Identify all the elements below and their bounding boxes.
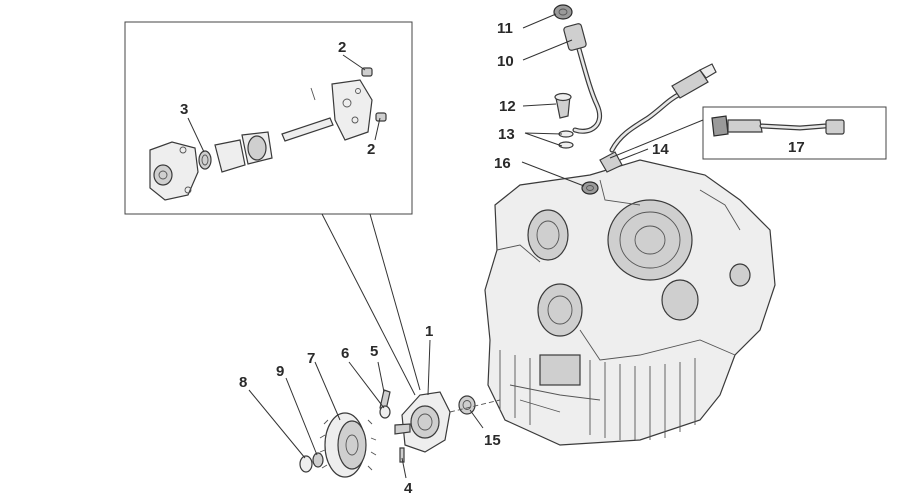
screw-4 xyxy=(399,447,405,463)
callout-17: 17 xyxy=(788,139,805,156)
banjo-bolt-12 xyxy=(554,92,572,119)
inset-frame xyxy=(124,21,413,215)
callout-4: 4 xyxy=(404,480,413,493)
callout-5: 5 xyxy=(370,343,378,360)
assembly-axis xyxy=(449,399,501,413)
inset-leader-left xyxy=(321,213,416,396)
callout-10: 10 xyxy=(497,53,514,70)
gear-sprocket-7 xyxy=(319,412,377,478)
callout-3: 3 xyxy=(180,101,188,118)
inset-leader-right xyxy=(369,213,421,391)
callout-9: 9 xyxy=(276,363,284,380)
callout-14: 14 xyxy=(652,141,669,158)
washers-13 xyxy=(558,130,574,149)
pump-rotors xyxy=(214,131,273,173)
temperature-sensor-cable xyxy=(609,63,717,153)
washer-8 xyxy=(299,455,313,473)
oil-pump-1 xyxy=(394,391,451,453)
callout-11: 11 xyxy=(497,20,513,37)
callout-1: 1 xyxy=(425,323,433,340)
callout-15: 15 xyxy=(484,432,501,449)
sensor-inset-17 xyxy=(702,106,887,160)
callout-13: 13 xyxy=(498,126,515,143)
callout-7: 7 xyxy=(307,350,315,367)
callout-labels: 1 2 2 3 4 5 6 7 8 9 10 11 12 13 14 15 16… xyxy=(180,20,805,493)
callout-8: 8 xyxy=(239,374,247,391)
sensor-part-16 xyxy=(581,181,599,195)
callout-16: 16 xyxy=(494,155,511,172)
leader-lines xyxy=(187,13,704,479)
pump-shaft xyxy=(281,87,334,142)
callout-12: 12 xyxy=(499,98,516,115)
dowel-pin-lower xyxy=(375,112,387,122)
washer-6 xyxy=(379,405,391,419)
pump-cover xyxy=(331,79,373,141)
callout-2-lower: 2 xyxy=(367,141,375,158)
callout-6: 6 xyxy=(341,345,349,362)
seal-15 xyxy=(458,395,476,415)
bush-part-3 xyxy=(198,150,212,170)
callout-2-upper: 2 xyxy=(338,39,346,56)
crankcase xyxy=(484,159,776,446)
sensor-part-14 xyxy=(599,151,623,173)
pump-detail-inset xyxy=(124,21,413,215)
pump-body-detail xyxy=(149,141,199,201)
nut-9 xyxy=(312,452,324,468)
oil-pressure-sensor-cable xyxy=(553,4,602,134)
